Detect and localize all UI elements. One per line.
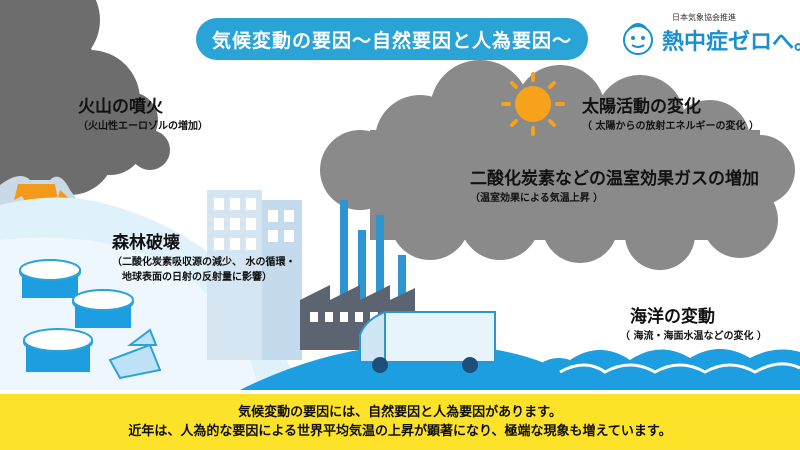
truck	[359, 310, 496, 373]
mascot-icon	[623, 23, 653, 55]
forest-label: 森林破壊 （二酸化炭素吸収源の減少、 水の循環・ 地球表面の日射の反射量に影響）	[112, 228, 295, 283]
ocean-waves	[520, 349, 800, 390]
smoke-cloud	[320, 60, 795, 270]
ocean-label: 海洋の変動 （ 海流・海面水温などの変化 ）	[620, 302, 767, 342]
brand-organization: 日本気象協会推進	[672, 13, 736, 22]
footer-line-1: 気候変動の要因には、自然要因と人為要因があります。	[238, 405, 562, 420]
footer-line-2: 近年は、人為的な要因による世界平均気温の上昇が顕著になり、極端な現象も増えていま…	[128, 424, 672, 439]
brand-name: 熱中症ゼロへ。	[662, 30, 800, 55]
forest-subtitle-line2: 地球表面の日射の反射量に影響）	[122, 272, 272, 283]
ghg-title: 二酸化炭素などの温室効果ガスの増加	[470, 169, 759, 189]
forest-title: 森林破壊	[112, 233, 180, 253]
solar-label: 太陽活動の変化 （ 太陽からの放射エネルギーの変化 ）	[582, 92, 759, 132]
volcano-subtitle: （火山性エーロゾルの増加）	[78, 121, 208, 132]
tree-stumps	[19, 259, 162, 380]
page-title-banner: 気候変動の要因〜自然要因と人為要因〜	[196, 18, 588, 60]
brand-logo[interactable]: 日本気象協会推進 熱中症ゼロへ。	[618, 12, 800, 62]
volcano-label: 火山の噴火 （火山性エーロゾルの増加）	[78, 92, 208, 132]
sun	[501, 72, 565, 136]
volcano-title: 火山の噴火	[78, 97, 163, 117]
ghg-label: 二酸化炭素などの温室効果ガスの増加 （温室効果による気温上昇 ）	[470, 164, 759, 204]
buildings	[207, 190, 302, 360]
solar-subtitle: （ 太陽からの放射エネルギーの変化 ）	[582, 121, 759, 132]
separator	[0, 390, 800, 394]
page-title: 気候変動の要因〜自然要因と人為要因〜	[211, 29, 572, 52]
ocean-title: 海洋の変動	[630, 307, 715, 327]
solar-title: 太陽活動の変化	[582, 97, 701, 117]
ghg-subtitle: （温室効果による気温上昇 ）	[470, 193, 604, 204]
ocean-subtitle: （ 海流・海面水温などの変化 ）	[620, 331, 767, 342]
footer-caption: 気候変動の要因には、自然要因と人為要因があります。 近年は、人為的な要因による世…	[0, 394, 800, 450]
forest-subtitle-line1: （二酸化炭素吸収源の減少、 水の循環・	[112, 257, 296, 268]
